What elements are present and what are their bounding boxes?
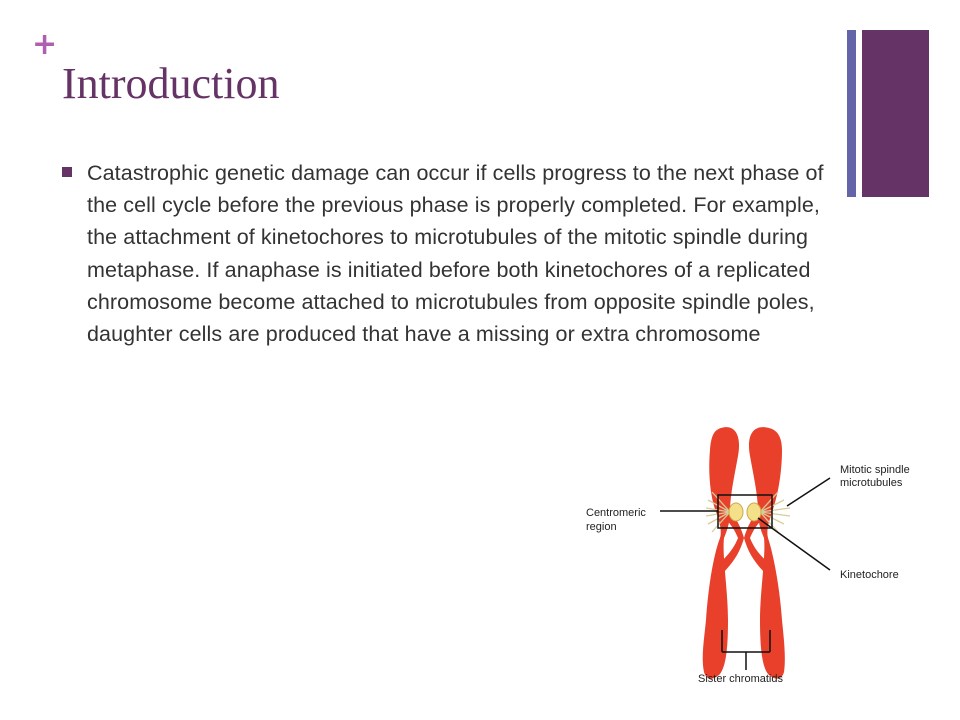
kinetochore-right	[746, 502, 762, 522]
bullet-text: Catastrophic genetic damage can occur if…	[87, 161, 824, 347]
decorative-bar-thin	[847, 30, 856, 197]
kinetochores	[728, 502, 762, 522]
leader-lines	[660, 477, 831, 670]
kinetochore-left	[728, 502, 744, 522]
chromatid-left	[702, 427, 740, 679]
label-kinetochore: Kinetochore	[840, 569, 899, 581]
square-bullet-icon	[62, 167, 72, 177]
plus-icon: +	[32, 27, 58, 62]
chromosome	[702, 427, 785, 679]
spindle-microtubules-right	[759, 491, 791, 533]
label-mitotic-spindle-2: microtubules	[840, 477, 903, 489]
slide-title: Introduction	[62, 59, 280, 108]
label-mitotic-spindle-1: Mitotic spindle	[840, 464, 910, 476]
chromosome-diagram: Mitotic spindle microtubules Centromeric…	[586, 427, 910, 685]
label-centromeric-2: region	[586, 521, 617, 533]
slide-body: Catastrophic genetic damage can occur if…	[62, 157, 852, 350]
chromatid-right	[748, 427, 785, 679]
spindle-microtubules-left	[705, 491, 731, 533]
label-centromeric-1: Centromeric	[586, 507, 646, 519]
label-sister-chromatids: Sister chromatids	[698, 673, 783, 685]
decorative-bar-wide	[862, 30, 929, 197]
bullet-item: Catastrophic genetic damage can occur if…	[62, 157, 852, 350]
